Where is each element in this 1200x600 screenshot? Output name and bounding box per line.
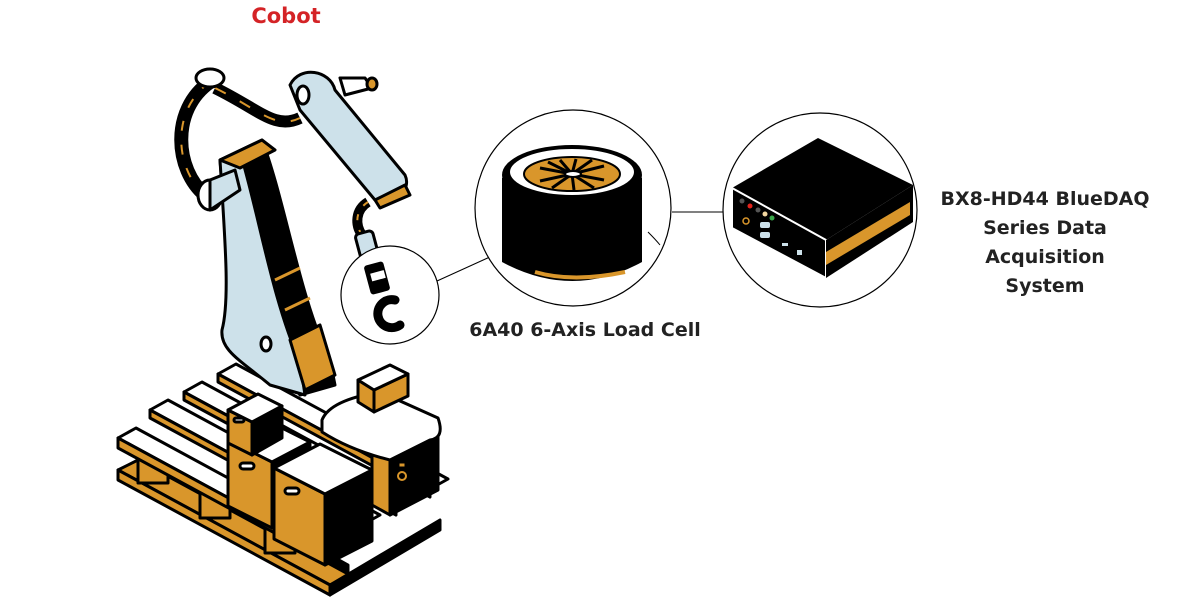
daq-label-line-1: BX8-HD44 BlueDAQ	[940, 188, 1150, 210]
packaging-machine	[320, 363, 442, 517]
daq-front-panel	[739, 198, 802, 255]
cobot-arm	[174, 67, 412, 397]
gripper-claw-icon	[373, 295, 405, 333]
load-cell-illustration	[474, 109, 672, 307]
gripper-callout	[340, 245, 440, 345]
daq-illustration	[722, 112, 918, 308]
cobot-label: Cobot	[251, 4, 321, 28]
daq-label-line-3: System	[1005, 275, 1085, 297]
connector-gripper-to-loadcell	[436, 255, 493, 282]
boxes	[226, 392, 374, 567]
load-cell-label: 6A40 6-Axis Load Cell	[469, 319, 701, 341]
daq-label: BX8-HD44 BlueDAQ Series Data Acquisition…	[925, 185, 1165, 301]
daq-label-line-2: Series Data Acquisition	[983, 217, 1107, 268]
